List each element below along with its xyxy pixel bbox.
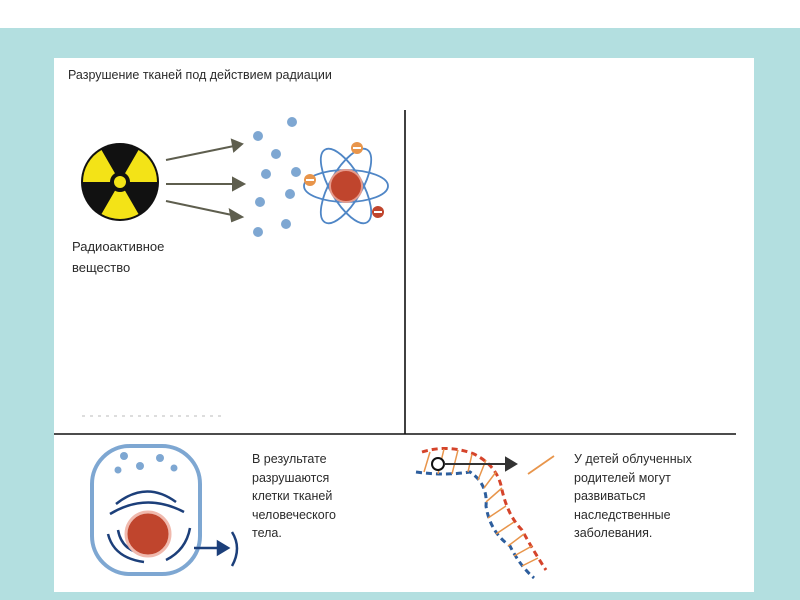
divider-lines (54, 110, 736, 435)
children-text-line-3: развиваться (574, 489, 646, 503)
emission-arrows (165, 138, 247, 223)
dna-icon (415, 447, 555, 580)
cells-text-line-4: человеческого (252, 507, 336, 522)
radiation-particles (253, 117, 301, 237)
children-text-line-4: наследственные (574, 507, 671, 522)
diagram-panel: Разрушение тканей под действием радиации… (54, 58, 754, 592)
children-text-line-2: родителей могут (574, 470, 671, 485)
cell-icon (90, 444, 239, 576)
radioactive-label-line-1: Радиоактивное (72, 239, 165, 254)
radiation-symbol-icon (81, 143, 159, 221)
cells-text-line-3: клетки тканей (252, 489, 333, 503)
radioactive-label-line-2: вещество (72, 260, 131, 275)
atom-icon (303, 142, 389, 225)
diagram-title: Разрушение тканей под действием радиации (68, 68, 332, 82)
hereditary-diseases-text: У детей облученных родителей могут разви… (574, 450, 744, 543)
cells-destroyed-text: В результате разрушаются клетки тканей ч… (252, 450, 382, 543)
cells-text-line-5: тела. (252, 526, 282, 540)
children-text-line-1: У детей облученных (574, 452, 692, 466)
cells-text-line-2: разрушаются (252, 470, 330, 485)
cells-text-line-1: В результате (252, 452, 327, 466)
children-text-line-5: заболевания. (574, 526, 653, 540)
radioactive-substance-label: Радиоактивное вещество (72, 236, 212, 278)
